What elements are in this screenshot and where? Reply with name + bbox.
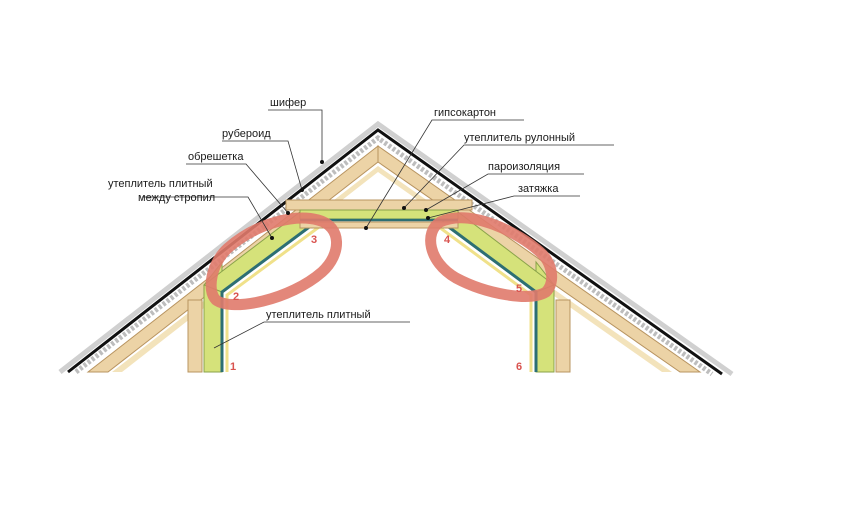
- roll-insulation-leader: [403, 144, 614, 209]
- label-ruberoid: рубероид: [222, 128, 271, 140]
- marker-2: 2: [233, 291, 239, 303]
- label-plate-insulation: утеплитель плитный: [266, 309, 371, 321]
- marker-5: 5: [516, 283, 522, 295]
- plate-insulation-leader: [213, 321, 410, 349]
- vapor-leader: [425, 173, 584, 211]
- dot-shifer: [320, 160, 324, 164]
- dot-vapor: [424, 208, 428, 212]
- plate-between-leader: [142, 196, 273, 239]
- roof-covering: [58, 120, 734, 377]
- label-roll-insulation: утеплитель рулонный: [464, 132, 575, 144]
- leader-lines: [142, 109, 614, 349]
- left-post-outer: [187, 299, 203, 373]
- gypsum-leader: [365, 119, 524, 229]
- dot-obreshetka: [286, 211, 290, 215]
- shifer-layer: [58, 120, 734, 377]
- left-vapor-barrier: [220, 220, 317, 372]
- right-post-outer: [555, 299, 571, 373]
- left-drywall: [225, 225, 320, 372]
- label-gypsum-board: гипсокартон: [434, 107, 496, 119]
- dot-ruberoid: [300, 188, 304, 192]
- left-highlight-loop: [205, 212, 342, 311]
- marker-4: 4: [444, 234, 451, 246]
- tie-beam-leader: [427, 195, 580, 219]
- obreshetka-leader: [186, 163, 289, 214]
- dot-tie: [426, 216, 430, 220]
- knee-walls: [187, 299, 571, 373]
- highlight-marks: [205, 212, 558, 311]
- leader-dots: [270, 160, 430, 240]
- marker-3: 3: [311, 234, 317, 246]
- label-vapor-barrier: пароизоляция: [488, 161, 560, 173]
- label-obreshetka: обрешетка: [188, 151, 244, 163]
- marker-1: 1: [230, 361, 236, 373]
- shifer-leader: [268, 109, 323, 162]
- ruberoid-layer: [67, 128, 723, 376]
- label-shifer: шифер: [270, 97, 306, 109]
- dot-roll: [402, 206, 406, 210]
- tie-beam-wood: [285, 199, 473, 211]
- marker-6: 6: [516, 361, 522, 373]
- markers: 1 2 3 4 5 6: [230, 234, 522, 373]
- right-highlight-loop: [425, 212, 558, 302]
- label-plate-insulation-between-line2: между стропил: [138, 192, 215, 204]
- label-tie-beam: затяжка: [518, 183, 559, 195]
- dot-gypsum: [364, 226, 368, 230]
- labels: шифер рубероид обрешетка утеплитель плит…: [108, 97, 575, 321]
- ruberoid-leader: [222, 140, 303, 191]
- dot-plate-between: [270, 236, 274, 240]
- ceiling-drywall: [299, 221, 459, 229]
- obreshetka-layer: [74, 134, 714, 377]
- label-plate-insulation-between-line1: утеплитель плитный: [108, 178, 213, 190]
- inner-envelope-left: [202, 211, 320, 373]
